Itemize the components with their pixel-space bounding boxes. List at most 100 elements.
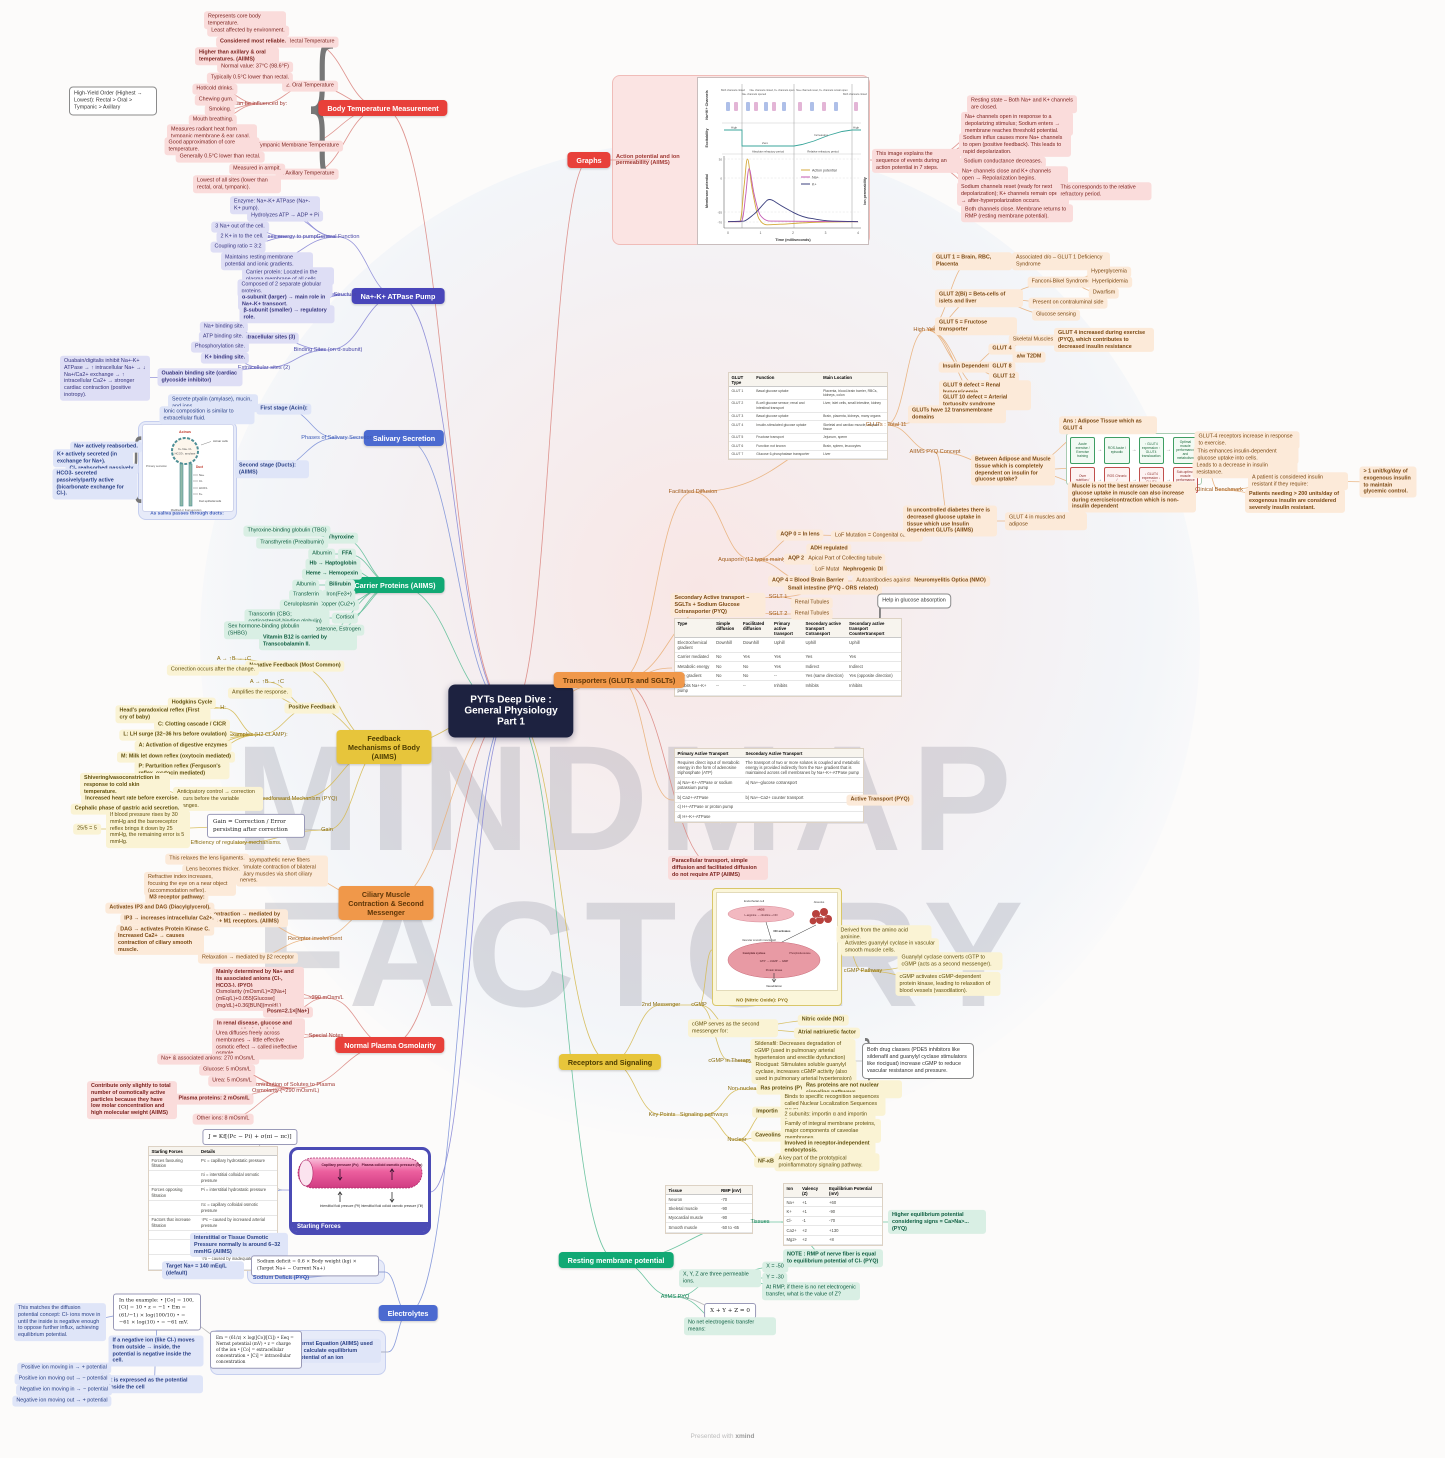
po-290[interactable]: ~290 mOsm/L: [308, 995, 344, 1001]
glut4-ros-figure[interactable]: Acute exercise / Exercise training→ ROS …: [1066, 433, 1202, 494]
fb-ff[interactable]: Feedforward Mechanism (PYQ): [258, 796, 338, 802]
cm-con[interactable]: Contraction → mediated by M3 + M1 recept…: [206, 909, 288, 927]
tr-aqp0[interactable]: AQP 0 = In lens: [776, 529, 824, 541]
rm-nonet[interactable]: No net electrogenic transfer means:: [684, 1317, 776, 1335]
rs-cgp2[interactable]: cGMP activates cGMP-dependent protein ki…: [895, 971, 1001, 997]
ss-n2[interactable]: K+ actively secreted (in exchange for Na…: [53, 449, 133, 467]
tr-aqp2[interactable]: AQP 2: [783, 553, 809, 565]
el-match[interactable]: This matches the diffusion potential con…: [14, 1303, 106, 1341]
el-neg[interactable]: If a negative ion (like Cl-) moves from …: [108, 1335, 204, 1367]
gr-ap[interactable]: Action potential and ion permeability (A…: [616, 154, 680, 166]
rs-key[interactable]: Key Points: [648, 1112, 676, 1118]
rs-nolabel[interactable]: NO (Nitric Oxide): PYQ: [736, 998, 788, 1004]
gr-s5[interactable]: Na+ channels close and K+ channels open …: [958, 166, 1068, 184]
fb-c[interactable]: C: Clotting cascade / CICR: [154, 719, 230, 731]
nk-in2[interactable]: ATP binding site.: [198, 331, 248, 343]
fb-ff2[interactable]: Shivering/vasoconstriction in response t…: [80, 772, 170, 798]
gl-tm[interactable]: GLUTs have 12 transmembrane domains: [908, 405, 1006, 423]
tr-at[interactable]: Active Transport (PYQ): [846, 794, 914, 806]
rs-no2[interactable]: Activates guanylyl cyclase in vascular s…: [841, 938, 939, 956]
po-c4[interactable]: Plasma proteins: 2 mOsm/L: [174, 1093, 254, 1105]
fb-ff1[interactable]: Anticipatory control → correction occurs…: [173, 786, 263, 812]
rs-nn[interactable]: Non-nuclear: [727, 1086, 759, 1092]
gl-12[interactable]: GLUT 12: [988, 371, 1020, 383]
cp-heme[interactable]: Heme → Hemopexin: [301, 568, 363, 580]
nk-root[interactable]: Na+-K+ ATPase Pump: [351, 288, 445, 304]
gl-2a3[interactable]: Dwarfism: [1088, 287, 1120, 299]
cp-bili[interactable]: Bilirubin: [325, 579, 355, 591]
el-target[interactable]: Target Na+ = 140 mEq/L (default): [162, 1261, 244, 1279]
gl-1a[interactable]: Associated d/o – GLUT 1 Deficiency Syndr…: [1012, 252, 1110, 270]
bt-r1[interactable]: Represents core body temperature.: [204, 11, 286, 29]
rs-cav[interactable]: Caveolins: [751, 1130, 785, 1142]
bt-o3d[interactable]: Mouth breathing.: [188, 114, 238, 126]
el-nlabel[interactable]: Nernst Equation (AIIMS) used to calculat…: [293, 1338, 381, 1364]
bt-ax[interactable]: 4. Axillary Temperature: [275, 168, 339, 180]
gr-s3[interactable]: Sodium influx causes more Na+ channels t…: [959, 132, 1071, 158]
gr-s4[interactable]: Sodium conductance decreases.: [959, 156, 1047, 168]
tr-aqp0a[interactable]: LoF Mutation = Congenital cataract: [830, 530, 924, 542]
tr-s1[interactable]: SGLT 1: [768, 594, 788, 600]
cp-thy1[interactable]: Thyroxine-binding globulin (TBG): [243, 525, 331, 537]
el-ex[interactable]: In the example: • [Co] = 100, [Ci] = 10 …: [113, 1293, 201, 1331]
tr-aqp4a[interactable]: Autoantibodies against AQP 4: [852, 575, 932, 587]
gl-4[interactable]: GLUT 4: [988, 343, 1016, 355]
bt-o3a[interactable]: Hot/cold drinks.: [192, 83, 238, 95]
bt-a2[interactable]: Lowest of all sites (lower than rectal, …: [193, 175, 281, 193]
nk-gf3b[interactable]: 2 K+ in to the cell.: [216, 231, 268, 243]
fb-neg[interactable]: Negative Feedback (Most Common): [245, 660, 345, 672]
el-ncard[interactable]: Em = (61/z) × log([Co]/[Ci]) • Eeq = Ner…: [210, 1330, 302, 1370]
nk-in3[interactable]: Phosphorylation site.: [190, 341, 250, 353]
ap-unc1[interactable]: GLUT 4 in muscles and adipose: [1005, 512, 1087, 530]
rs-imp[interactable]: Importin: [752, 1106, 782, 1118]
starling-forces-figure[interactable]: Capillary pressure (Pc) Plasma colloid o…: [289, 1147, 431, 1235]
cm-p3[interactable]: Refractive index increases, focusing the…: [144, 871, 236, 897]
fb-pos[interactable]: Positive Feedback: [284, 702, 340, 714]
rm-ions[interactable]: X, Y, Z are three permeable ions.: [679, 1269, 761, 1287]
el-e4[interactable]: Negative ion moving out → + potential: [12, 1395, 112, 1407]
ap-cb[interactable]: Clinical Benchmark: [1195, 487, 1243, 493]
rs-ras[interactable]: Ras proteins (PYQ): [756, 1083, 814, 1095]
bt-t2[interactable]: Good approximation of core temperature.: [164, 137, 260, 155]
gl-2a2[interactable]: Hyperlipidemia: [1088, 276, 1132, 288]
cm-m2[interactable]: Activates IP3 and DAG (Diacylglycerol).: [105, 902, 215, 914]
cp-thy[interactable]: Thyroxine: [324, 532, 358, 544]
nk-st[interactable]: Structure: [333, 292, 357, 298]
tr-aqp2c[interactable]: LoF Mutation: [811, 564, 851, 576]
tr-aqp[interactable]: Aquaporin (12 types mainly): [718, 557, 788, 563]
nk-gf4[interactable]: Maintains resting membrane potential and…: [221, 252, 313, 270]
cm-root[interactable]: Ciliary Muscle Contraction & Second Mess…: [338, 886, 434, 920]
action-potential-chart-figure[interactable]: Na+/K+ Channels Excitability Membrane po…: [697, 77, 869, 245]
el-expr[interactable]: It is expressed as the potential inside …: [105, 1375, 203, 1393]
fb-ff4[interactable]: Cephalic phase of gastric acid secretion…: [70, 803, 184, 815]
nitric-oxide-pathway-figure[interactable]: Endothelial cell eNOS L-arginine → citru…: [712, 888, 842, 1006]
gr-root[interactable]: Graphs: [567, 152, 611, 168]
tr-aqp2b[interactable]: Apical Part of Collecting tubule: [804, 553, 886, 565]
gl-2a[interactable]: Fanconi-Bikel Syndrome: [1027, 276, 1095, 288]
bt-a1[interactable]: Measured in armpit.: [229, 163, 285, 175]
rs-cgp1[interactable]: Guanylyl cyclase converts cGTP to cGMP (…: [897, 952, 1003, 970]
nk-ou[interactable]: Ouabain/digitalis inhibit Na+-K+ ATPase …: [60, 355, 150, 401]
fb-neg2[interactable]: Correction occurs after the change.: [166, 664, 260, 676]
ss-n1[interactable]: Na+ actively reabsorbed.: [70, 441, 142, 453]
rm-f[interactable]: X + Y + Z = 0: [704, 1302, 756, 1320]
gr-s1[interactable]: Resting state – Both Na+ and K+ channels…: [967, 95, 1077, 113]
bt-o1[interactable]: Normal value: 37°C (98.6°F): [217, 61, 293, 73]
tr-s2a[interactable]: Renal Tubules: [790, 608, 834, 620]
bt-oral[interactable]: 2. Oral Temperature: [282, 80, 338, 92]
gr-s6b[interactable]: This corresponds to the relative refract…: [1056, 182, 1152, 200]
ap-q[interactable]: Between Adipose and Muscle tissue which …: [971, 454, 1055, 486]
fb-gaine[interactable]: Efficiency of regulatory mechanisms.: [190, 840, 282, 846]
gl-1[interactable]: GLUT 1 = Brain, RBC, Placenta: [932, 252, 1012, 270]
gr-note[interactable]: This image explains the sequence of even…: [872, 148, 960, 174]
cp-ffa1[interactable]: Albumin: [308, 548, 336, 560]
nk-gf1[interactable]: Enzyme: Na+-K+ ATPase (Na+-K+ pump).: [230, 196, 320, 214]
gl-4b[interactable]: a/w T2DM: [1012, 351, 1046, 363]
gl-4a1[interactable]: GLUT 4 increased during exercise (PYQ), …: [1054, 327, 1154, 353]
fb-neg1[interactable]: A → ↑B → ↓C: [216, 656, 252, 662]
ap-r2[interactable]: This enhances insulin-dependent glucose …: [1193, 446, 1299, 464]
fb-gn2[interactable]: 25/5 = 5: [73, 823, 101, 835]
nk-bs[interactable]: Binding Sites (on α-subunit): [293, 347, 363, 353]
el-e3[interactable]: Negative ion moving in → − potential: [16, 1384, 112, 1396]
